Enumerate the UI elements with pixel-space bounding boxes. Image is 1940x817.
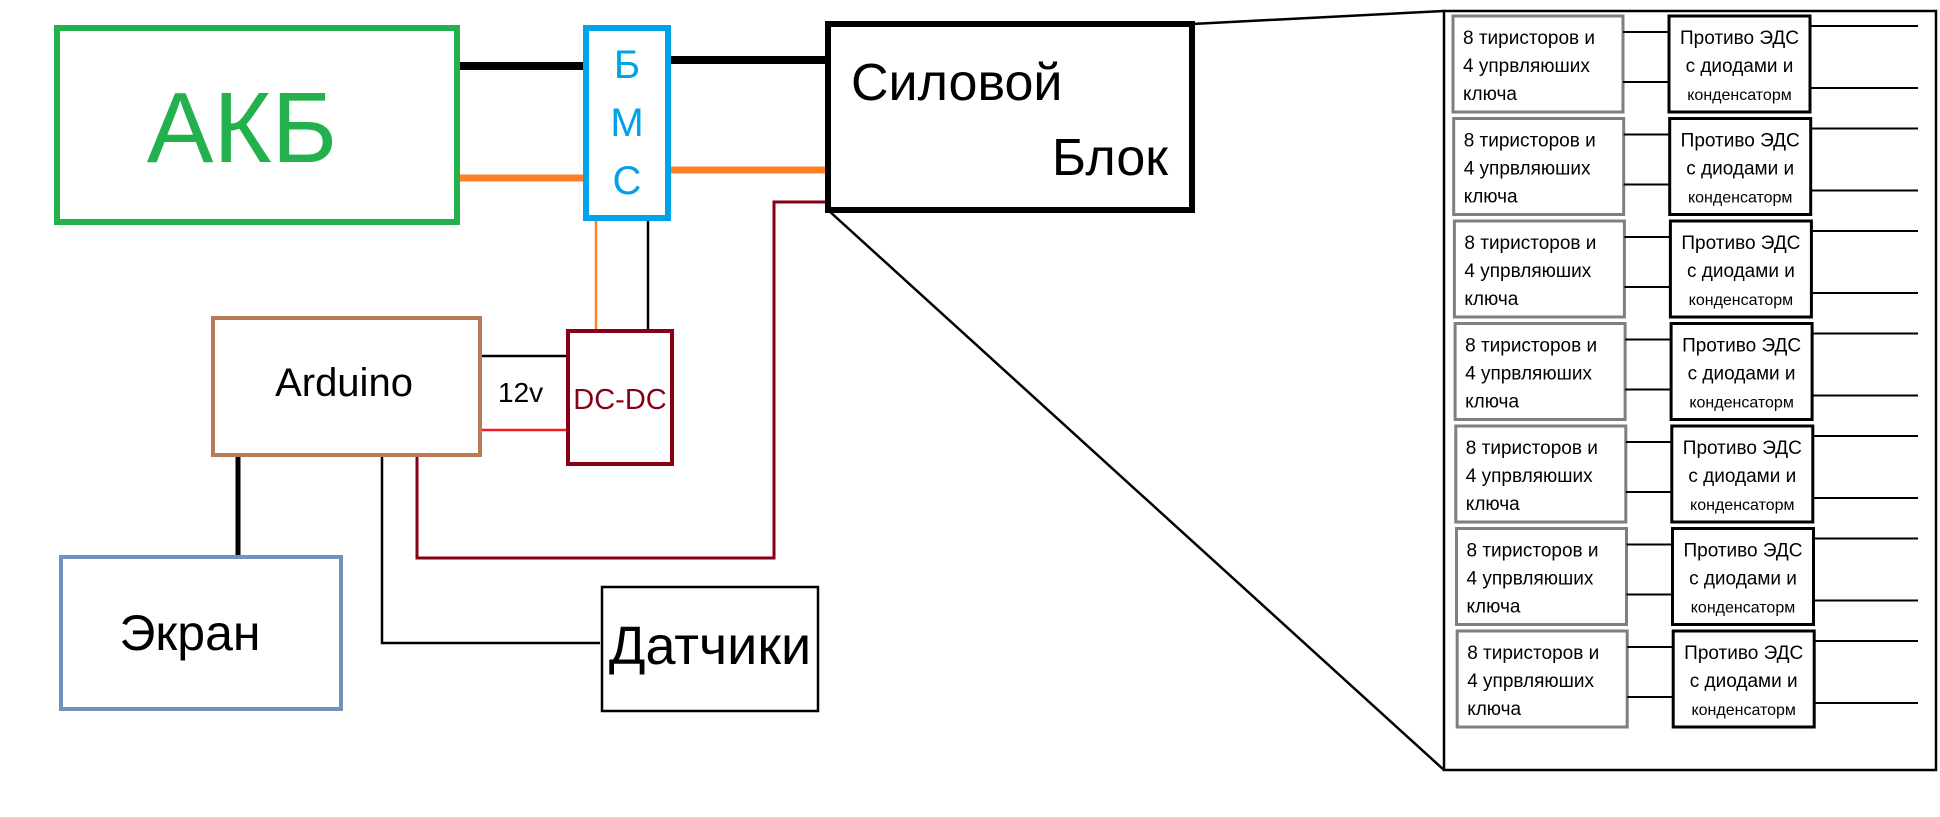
zoom-line-bottom: [827, 209, 1445, 771]
thyristor-text-line: ключа: [1466, 494, 1520, 515]
emf-text-line: конденсаторм: [1691, 600, 1795, 617]
screen-block: Экран: [59, 555, 343, 711]
zoom-panel: [1442, 9, 1938, 772]
thyristor-box: [1453, 322, 1627, 421]
emf-text-line: конденсаторм: [1689, 292, 1793, 309]
bms-letter-1: Б: [614, 43, 640, 87]
emf-text-line: Противо ЭДС: [1683, 541, 1802, 562]
thyristor-text-line: 4 упрвляюших: [1464, 261, 1591, 282]
power-block-line1: Силовой: [851, 54, 1062, 112]
akb-block: АКБ: [54, 25, 460, 225]
power-block-line2: Блок: [1052, 129, 1168, 187]
power-module: 8 тиристоров и 4 упрвляюших ключа Противо Э…: [1452, 117, 1918, 216]
power-module: 8 тиристоров и 4 упрвляюших ключа Противо Э…: [1455, 527, 1918, 626]
thyristor-text-line: ключа: [1464, 289, 1518, 310]
emf-text-line: с диодами и: [1687, 261, 1795, 282]
emf-box: [1671, 629, 1816, 729]
arduino-block: Arduino: [211, 316, 482, 457]
thyristor-text-line: 4 упрвляюших: [1466, 466, 1593, 487]
emf-text-line: Противо ЭДС: [1681, 233, 1800, 254]
wire-arduino-sensors: [380, 455, 600, 645]
sensors-block: Датчики: [600, 585, 820, 713]
thyristor-text-line: 8 тиристоров и: [1467, 643, 1599, 664]
emf-text-line: с диодами и: [1686, 159, 1794, 180]
thyristor-text-line: ключа: [1467, 597, 1521, 618]
emf-box: [1669, 322, 1814, 421]
thyristor-text-line: ключа: [1467, 699, 1521, 720]
thyristor-text-line: 4 упрвляюших: [1467, 671, 1594, 692]
power-module: 8 тиристоров и 4 упрвляюших ключа Противо Э…: [1451, 14, 1918, 114]
bms-letter-3: С: [613, 159, 642, 203]
akb-label: АКБ: [147, 72, 338, 184]
emf-text-line: конденсаторм: [1689, 395, 1793, 412]
emf-text-line: конденсаторм: [1690, 497, 1794, 514]
thyristor-text-line: 4 упрвляюших: [1463, 56, 1590, 77]
arduino-label: Arduino: [275, 361, 413, 405]
thyristor-text-line: ключа: [1463, 84, 1517, 105]
emf-text-line: с диодами и: [1690, 671, 1798, 692]
power-module: 8 тиристоров и 4 упрвляюших ключа Противо Э…: [1455, 629, 1918, 729]
emf-text-line: с диодами и: [1688, 364, 1796, 385]
dcdc-block: DC-DC: [566, 329, 674, 466]
emf-text-line: Противо ЭДС: [1681, 131, 1800, 152]
emf-text-line: с диодами и: [1686, 56, 1794, 77]
emf-text-line: конденсаторм: [1691, 702, 1795, 719]
power-module: 8 тиристоров и 4 упрвляюших ключа Противо Э…: [1453, 322, 1918, 421]
power-module: 8 тиристоров и 4 упрвляюших ключа Противо Э…: [1454, 424, 1918, 524]
emf-text-line: конденсаторм: [1688, 190, 1792, 207]
screen-label: Экран: [119, 605, 260, 661]
thyristor-box: [1452, 219, 1626, 319]
thyristor-text-line: 8 тиристоров и: [1464, 233, 1596, 254]
thyristor-text-line: 8 тиристоров и: [1466, 438, 1598, 459]
wire-arduino-power-darkred: [415, 200, 826, 560]
thyristor-text-line: 8 тиристоров и: [1465, 336, 1597, 357]
emf-text-line: с диодами и: [1688, 466, 1796, 487]
wires: [235, 9, 1445, 771]
power-module: 8 тиристоров и 4 упрвляюших ключа Противо Э…: [1452, 219, 1918, 319]
dcdc-label: DC-DC: [573, 384, 666, 416]
zoom-line-top: [1191, 9, 1445, 26]
thyristor-box: [1451, 14, 1625, 114]
thyristor-text-line: 8 тиристоров и: [1467, 541, 1599, 562]
emf-text-line: Противо ЭДС: [1683, 438, 1802, 459]
thyristor-text-line: 8 тиристоров и: [1463, 28, 1595, 49]
thyristor-text-line: 8 тиристоров и: [1464, 131, 1596, 152]
emf-text-line: Противо ЭДС: [1684, 643, 1803, 664]
emf-box: [1671, 527, 1815, 626]
emf-text-line: конденсаторм: [1687, 87, 1791, 104]
voltage-label: 12v: [498, 377, 543, 408]
emf-box: [1670, 424, 1815, 524]
thyristor-box: [1452, 117, 1626, 216]
thyristor-text-line: ключа: [1465, 392, 1519, 413]
emf-box: [1668, 219, 1813, 319]
emf-text-line: с диодами и: [1689, 569, 1797, 590]
bms-block: Б М С: [583, 25, 671, 221]
bms-letter-2: М: [610, 101, 643, 145]
thyristor-text-line: 4 упрвляюших: [1465, 364, 1592, 385]
thyristor-box: [1455, 527, 1628, 626]
sensors-label: Датчики: [609, 616, 811, 676]
emf-text-line: Противо ЭДС: [1682, 336, 1801, 357]
emf-box: [1668, 117, 1813, 216]
thyristor-text-line: 4 упрвляюших: [1464, 159, 1591, 180]
emf-box: [1667, 14, 1812, 114]
thyristor-text-line: ключа: [1464, 187, 1518, 208]
thyristor-box: [1455, 629, 1629, 729]
emf-text-line: Противо ЭДС: [1680, 28, 1799, 49]
thyristor-text-line: 4 упрвляюших: [1467, 569, 1594, 590]
power-block: Силовой Блок: [825, 21, 1195, 213]
thyristor-box: [1454, 424, 1628, 524]
